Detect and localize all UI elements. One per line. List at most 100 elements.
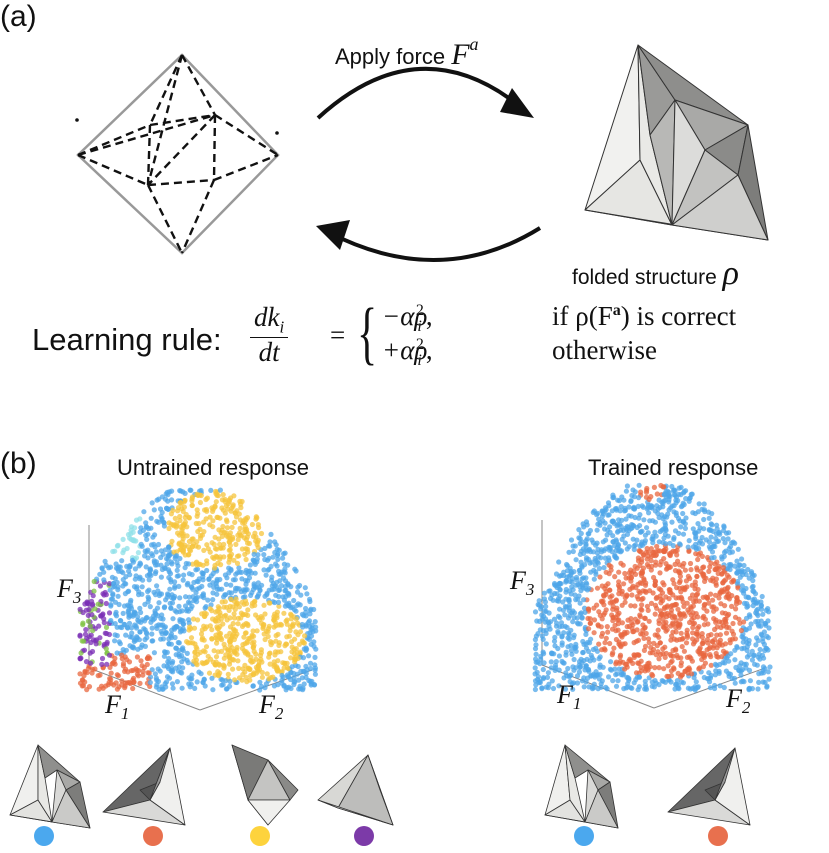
trained-point: [600, 664, 606, 670]
trained-point: [699, 656, 705, 663]
untrained-point: [145, 547, 151, 553]
untrained-point: [169, 592, 175, 598]
untrained-point: [210, 580, 216, 586]
untrained-point: [169, 538, 175, 544]
trained-point: [676, 580, 683, 586]
shape-blue-trained: [544, 744, 619, 829]
untrained-point: [260, 625, 266, 632]
trained-point: [542, 608, 548, 614]
trained-point: [552, 634, 558, 641]
untrained-point: [280, 575, 287, 581]
trained-point: [680, 510, 686, 517]
untrained-point: [131, 584, 138, 590]
trained-point: [535, 602, 541, 608]
trained-point: [561, 630, 567, 636]
untrained-point: [165, 665, 172, 672]
untrained-point: [110, 592, 116, 598]
trained-point: [748, 621, 754, 627]
trained-point: [646, 618, 652, 624]
untrained-point: [188, 487, 194, 493]
trained-point: [752, 591, 759, 597]
trained-point: [656, 586, 662, 592]
untrained-point: [213, 616, 219, 622]
untrained-point: [267, 539, 273, 545]
trained-point: [734, 595, 740, 601]
trained-point: [618, 504, 624, 510]
trained-point: [714, 663, 720, 669]
untrained-point: [292, 636, 298, 642]
trained-point: [563, 652, 569, 658]
trained-point: [682, 521, 688, 527]
untrained-point: [238, 533, 244, 539]
untrained-point: [226, 653, 232, 659]
untrained-point: [116, 564, 122, 570]
trained-point: [556, 683, 562, 689]
trained-point: [729, 549, 736, 555]
untrained-point: [259, 674, 265, 680]
trained-point: [553, 571, 560, 577]
trained-point: [695, 521, 701, 527]
apply-force-arrowhead: [500, 88, 534, 118]
untrained-point: [270, 554, 276, 560]
untrained-point: [193, 520, 199, 527]
untrained-point: [184, 533, 190, 539]
untrained-point: [90, 601, 96, 607]
untrained-point: [273, 666, 280, 672]
trained-point: [540, 636, 546, 643]
trained-point: [543, 641, 549, 647]
trained-point: [682, 567, 689, 573]
trained-point: [601, 593, 607, 599]
untrained-point: [116, 601, 122, 608]
trained-point: [726, 611, 732, 618]
untrained-point: [120, 536, 126, 543]
untrained-point: [213, 499, 219, 505]
untrained-point: [189, 494, 196, 500]
untrained-point: [198, 631, 205, 637]
untrained-point: [137, 605, 143, 612]
trained-point: [564, 624, 570, 631]
derivative-denominator: dt: [258, 337, 280, 368]
untrained-point: [149, 625, 155, 631]
case-2-expression: +αρ: [382, 335, 428, 365]
trained-point: [640, 622, 646, 628]
trained-point: [547, 626, 553, 632]
untrained-point: [200, 661, 206, 667]
trained-point: [739, 583, 745, 589]
untrained-point: [112, 621, 118, 627]
untrained-point: [140, 527, 146, 534]
trained-point: [536, 598, 542, 604]
trained-point: [634, 524, 640, 531]
untrained-point: [249, 521, 255, 528]
trained-point: [555, 630, 561, 636]
untrained-f1-sub: 1: [120, 704, 130, 724]
trained-point: [722, 641, 729, 647]
trained-point: [605, 500, 612, 506]
untrained-point: [115, 593, 121, 599]
untrained-point: [84, 599, 90, 605]
trained-point: [586, 585, 592, 592]
untrained-point: [90, 666, 96, 673]
untrained-point: [170, 659, 176, 665]
untrained-point: [103, 624, 110, 631]
untrained-point: [153, 559, 159, 565]
untrained-point: [279, 680, 285, 686]
trained-point: [743, 615, 750, 622]
untrained-point: [258, 683, 265, 690]
untrained-point: [294, 671, 300, 677]
trained-point: [656, 656, 662, 662]
untrained-point: [172, 515, 178, 522]
untrained-point: [201, 529, 207, 535]
untrained-point: [170, 507, 176, 513]
untrained-point: [258, 530, 265, 537]
untrained-point: [194, 679, 200, 685]
trained-point: [635, 652, 642, 658]
trained-point: [709, 522, 715, 528]
trained-point: [637, 529, 644, 535]
untrained-point: [231, 615, 237, 621]
trained-point: [618, 524, 624, 530]
trained-point: [693, 534, 699, 540]
untrained-point: [306, 653, 312, 659]
untrained-point: [271, 683, 277, 689]
trained-point: [676, 485, 682, 491]
